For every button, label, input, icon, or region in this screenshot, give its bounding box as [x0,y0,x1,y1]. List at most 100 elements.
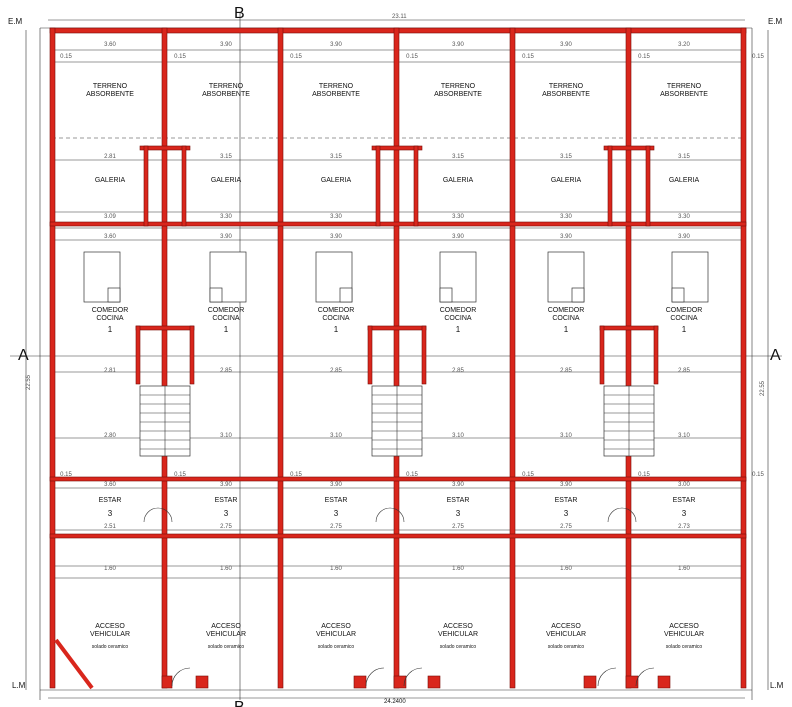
dimension-label: 2.75 [560,524,572,530]
room-label-galeria: GALERIA [443,177,474,184]
dimension-label: 1.60 [452,566,464,572]
room-label-acceso: VEHICULAR [90,631,130,638]
dimension-label: 2.75 [220,524,232,530]
room-label-estar: ESTAR [215,497,238,504]
wall-dimension-label: 0.15 [174,54,186,60]
dimension-label: 3.30 [330,214,342,220]
wall-dimension-label: 0.15 [638,472,650,478]
side-dimension: 22.55 [26,374,32,390]
room-number-estar: 3 [564,509,569,518]
wall-dimension-label: 0.15 [522,54,534,60]
dimension-label: 3.90 [330,234,342,240]
room-label-terreno: TERRENO [319,83,354,90]
wall-dimension-label: 0.15 [638,54,650,60]
dimension-label: 3.10 [560,433,572,439]
wall-dimension-label: 0.15 [60,54,72,60]
room-label-comedor: COCINA [670,315,698,322]
dimension-label: 3.15 [330,154,342,160]
door-swings [143,507,655,687]
room-label-comedor: COCINA [552,315,580,322]
room-label-acceso: ACCESO [551,623,581,630]
dimension-label: 2.81 [104,368,116,374]
dimension-label: 3.90 [330,42,342,48]
room-label-acceso: ACCESO [321,623,351,630]
room-label-comedor: COMEDOR [208,307,245,314]
room-number-comedor: 1 [682,325,687,334]
room-sublabel-acceso: solado ceramico [666,644,703,650]
room-label-estar: ESTAR [447,497,470,504]
room-label-terreno: TERRENO [93,83,128,90]
dimension-label: 3.30 [560,214,572,220]
room-number-comedor: 1 [224,325,229,334]
room-label-comedor: COMEDOR [92,307,129,314]
room-label-terreno: ABSORBENTE [86,91,134,98]
room-label-estar: ESTAR [673,497,696,504]
room-label-comedor: COCINA [322,315,350,322]
room-sublabel-acceso: solado ceramico [208,644,245,650]
wall-dimension-label: 0.15 [60,472,72,478]
room-label-estar: ESTAR [555,497,578,504]
dimension-label: 3.15 [678,154,690,160]
dimension-label: 2.75 [452,524,464,530]
dimension-label: 2.80 [104,433,116,439]
room-label-terreno: ABSORBENTE [434,91,482,98]
room-label-galeria: GALERIA [95,177,126,184]
room-label-terreno: TERRENO [441,83,476,90]
room-label-comedor: COCINA [96,315,124,322]
room-label-estar: ESTAR [325,497,348,504]
room-label-comedor: COMEDOR [666,307,703,314]
axis-label-right: A [770,347,781,364]
room-sublabel-acceso: solado ceramico [548,644,585,650]
wall-dimension-label: 0.15 [406,472,418,478]
wall-dimension-label: 0.15 [290,472,302,478]
dimension-label: 3.10 [220,433,232,439]
room-label-acceso: ACCESO [211,623,241,630]
room-label-terreno: ABSORBENTE [542,91,590,98]
room-sublabel-acceso: solado ceramico [440,644,477,650]
room-label-acceso: VEHICULAR [438,631,478,638]
dimension-label: 2.75 [330,524,342,530]
dimension-label: 3.30 [678,214,690,220]
room-label-terreno: TERRENO [667,83,702,90]
room-number-comedor: 1 [108,325,113,334]
wall-dimension-label: 0.15 [752,54,764,60]
room-number-estar: 3 [456,509,461,518]
dimension-label: 1.60 [678,566,690,572]
dimension-label: 1.60 [104,566,116,572]
room-label-terreno: TERRENO [209,83,244,90]
dimension-label: 3.90 [560,42,572,48]
room-number-estar: 3 [224,509,229,518]
dimension-label: 3.10 [452,433,464,439]
dimension-label: 3.90 [452,482,464,488]
dimension-label: 3.15 [220,154,232,160]
dimension-label: 3.90 [560,482,572,488]
axis-label-bottom: B [234,699,245,707]
dimension-label: 3.60 [104,42,116,48]
room-number-comedor: 1 [456,325,461,334]
dimension-label: 3.20 [678,42,690,48]
dimension-label: 1.60 [560,566,572,572]
dimension-label: 2.73 [678,524,690,530]
dimension-labels: 3.60 3.90 3.90 3.90 3.90 3.20 2.81 3.15 3.15 3.15… [60,42,764,572]
dimension-label: 3.90 [220,42,232,48]
room-label-acceso: ACCESO [443,623,473,630]
dimension-label: 3.90 [678,234,690,240]
level-mark-top-right: E.M [768,17,783,26]
room-number-estar: 3 [108,509,113,518]
room-sublabel-acceso: solado ceramico [318,644,355,650]
room-number-estar: 3 [682,509,687,518]
dimension-label: 3.15 [452,154,464,160]
dimension-label: 3.60 [104,482,116,488]
room-label-comedor: COMEDOR [440,307,477,314]
room-label-galeria: GALERIA [321,177,352,184]
axis-label-top: B [234,5,245,22]
room-label-galeria: GALERIA [551,177,582,184]
axis-label-left: A [18,347,29,364]
top-dimension: 23.11 [392,14,407,20]
dimension-label: 2.85 [678,368,690,374]
dimension-label: 1.60 [330,566,342,572]
wall-dimension-label: 0.15 [174,472,186,478]
room-sublabel-acceso: solado ceramico [92,644,129,650]
level-mark-bottom-right: L.M [770,681,784,690]
room-labels: TERRENOABSORBENTEGALERIACOMEDORCOCINA1ES… [86,83,708,650]
